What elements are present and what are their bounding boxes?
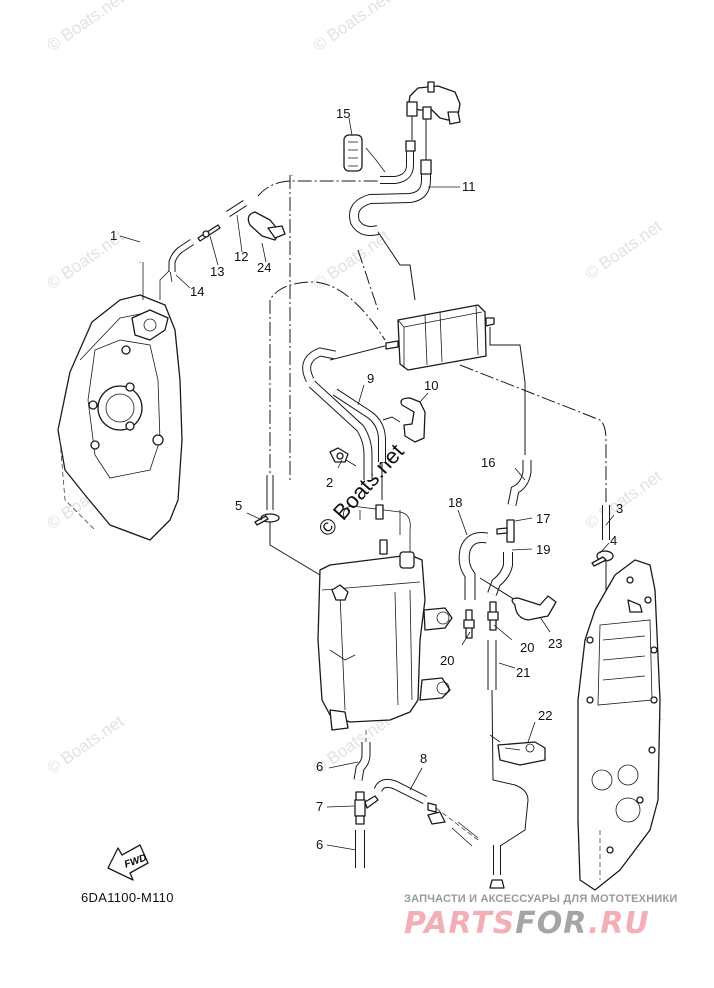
watermark: © Boats.net xyxy=(309,0,393,55)
part-13-joint xyxy=(197,224,221,242)
part-8-hose xyxy=(373,778,446,825)
callout-23[interactable]: 23 xyxy=(548,636,562,651)
fwd-arrow-icon: FWD xyxy=(107,844,149,881)
callout-9[interactable]: 9 xyxy=(367,371,374,386)
part-12-hose xyxy=(226,200,247,217)
part-17-joint xyxy=(496,519,515,543)
callout-22[interactable]: 22 xyxy=(538,708,552,723)
part-6-hose-upper xyxy=(353,742,371,781)
watermark: © Boats.net xyxy=(43,0,127,55)
callout-24[interactable]: 24 xyxy=(257,260,271,275)
callout-20-left[interactable]: 20 xyxy=(440,653,454,668)
advert-tagline: ЗАПЧАСТИ И АКСЕССУАРЫ ДЛЯ МОТОТЕХНИКИ xyxy=(404,893,678,905)
solenoid-valve xyxy=(406,81,461,125)
callout-17[interactable]: 17 xyxy=(536,511,550,526)
part-7-t-joint xyxy=(354,791,379,825)
vapor-separator xyxy=(317,504,453,731)
advert-logo[interactable]: PARTSFOR.RU xyxy=(404,906,650,941)
watermark: © Boats.net xyxy=(43,711,127,778)
callout-18[interactable]: 18 xyxy=(448,495,462,510)
callout-5[interactable]: 5 xyxy=(235,498,242,513)
advert-logo-parts: PARTS xyxy=(404,906,516,941)
part-23-clamp xyxy=(511,595,557,621)
leader-lines xyxy=(119,117,615,851)
callout-7[interactable]: 7 xyxy=(316,799,323,814)
watermark: © Boats.net xyxy=(581,466,665,533)
charcoal-canister xyxy=(385,304,495,371)
callout-3[interactable]: 3 xyxy=(616,501,623,516)
part-22-clamp xyxy=(497,741,546,766)
part-5-clamp xyxy=(254,475,280,526)
callout-1[interactable]: 1 xyxy=(110,228,117,243)
part-16-hose xyxy=(507,460,532,506)
part-20-joint-a xyxy=(463,609,475,639)
intake-manifold-left xyxy=(57,262,183,541)
callout-labels: 1 2 3 4 5 6 6 7 8 9 10 11 12 13 14 15 16… xyxy=(110,106,623,852)
part-2-clip xyxy=(329,447,349,463)
exhaust-cover-right xyxy=(577,559,661,891)
callout-19[interactable]: 19 xyxy=(536,542,550,557)
watermark: © Boats.net xyxy=(581,216,665,283)
callout-6-upper[interactable]: 6 xyxy=(316,759,323,774)
part-11-hose xyxy=(349,140,432,236)
part-1-hose xyxy=(137,159,295,263)
part-9-hose xyxy=(302,347,386,480)
callout-14[interactable]: 14 xyxy=(190,284,204,299)
callout-4[interactable]: 4 xyxy=(610,533,617,548)
callout-15[interactable]: 15 xyxy=(336,106,350,121)
callout-21[interactable]: 21 xyxy=(516,665,530,680)
part-14-elbow xyxy=(168,239,194,272)
callout-16[interactable]: 16 xyxy=(481,455,495,470)
callout-13[interactable]: 13 xyxy=(210,264,224,279)
callout-11[interactable]: 11 xyxy=(462,179,476,194)
bottom-hose xyxy=(489,845,505,889)
part-18-hose xyxy=(458,532,488,600)
part-10-clamp xyxy=(400,397,426,443)
part-19-hose xyxy=(487,552,513,596)
callout-20-right[interactable]: 20 xyxy=(520,640,534,655)
advert-logo-ru: .RU xyxy=(587,906,650,941)
callout-2[interactable]: 2 xyxy=(326,475,333,490)
part-15-clip xyxy=(343,134,386,173)
diagram-code: 6DA1100-M110 xyxy=(81,890,174,905)
callout-8[interactable]: 8 xyxy=(420,751,427,766)
callout-10[interactable]: 10 xyxy=(424,378,438,393)
part-24-clamp xyxy=(247,211,286,241)
advert-logo-for: FOR xyxy=(515,906,588,941)
watermark-center: © Boats.net xyxy=(313,439,409,541)
callout-6-lower[interactable]: 6 xyxy=(316,837,323,852)
part-4-clamp xyxy=(591,550,614,567)
callout-12[interactable]: 12 xyxy=(234,249,248,264)
part-20-joint-b xyxy=(487,601,499,631)
